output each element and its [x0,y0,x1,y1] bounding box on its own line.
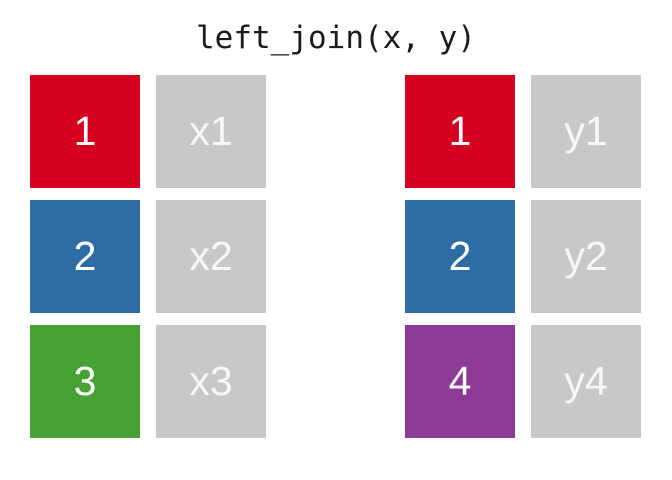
table-y-key-cell: 2 [405,200,515,313]
table-y-value-cell: y2 [531,200,641,313]
table-x-key-cell: 3 [30,325,140,438]
table-x-value-cell: x2 [156,200,266,313]
table-x-key-cell: 1 [30,75,140,188]
table-y-value-cell: y1 [531,75,641,188]
table-x-value-cell: x3 [156,325,266,438]
table-x: 1 x1 2 x2 3 x3 [30,75,266,438]
table-x-value-cell: x1 [156,75,266,188]
table-x-key-cell: 2 [30,200,140,313]
table-y: 1 y1 2 y2 4 y4 [405,75,641,438]
diagram-title: left_join(x, y) [196,20,476,56]
table-y-key-cell: 4 [405,325,515,438]
table-y-value-cell: y4 [531,325,641,438]
table-y-key-cell: 1 [405,75,515,188]
